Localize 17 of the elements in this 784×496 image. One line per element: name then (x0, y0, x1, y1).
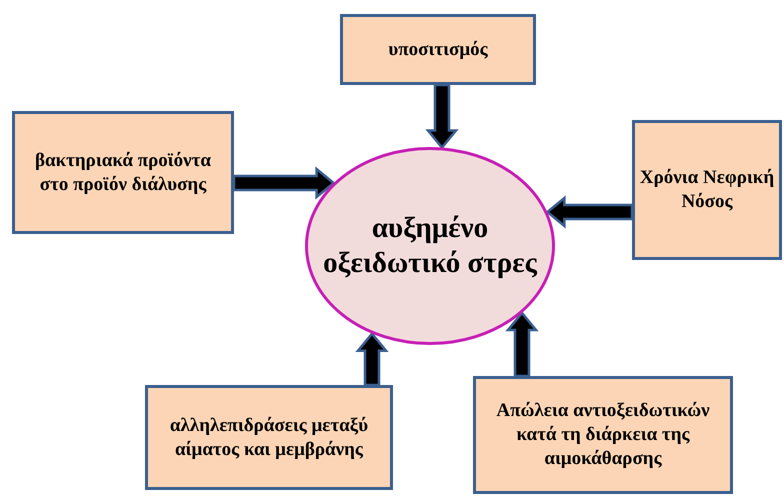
cause-box (473, 376, 733, 494)
cause-text: αλληλεπιδράσεις μεταξύ αίματος και μεμβράνης (168, 414, 370, 462)
node-text: αυξημένο οξειδωτικό στρες (322, 211, 538, 281)
cause-box (340, 14, 536, 85)
cause-box (12, 111, 234, 234)
cause-box (145, 385, 393, 490)
block-arrow (425, 84, 459, 150)
block-arrow (505, 311, 539, 378)
cause-box (632, 120, 782, 260)
ellipse-node (305, 147, 555, 345)
cause-text: Απώλεια αντιοξειδωτικών κατά τη διάρκεια της αιμοκάθαρσης (495, 399, 711, 471)
block-arrow (355, 332, 389, 386)
block-arrow (232, 166, 336, 200)
block-arrow (545, 195, 634, 229)
cause-text: υποσιτισμός (388, 38, 488, 62)
cause-text: βακτηριακά προϊόντα στο προϊόν διάλυσης (34, 148, 212, 196)
cause-text: Χρόνια Νεφρική Νόσος (639, 166, 775, 214)
